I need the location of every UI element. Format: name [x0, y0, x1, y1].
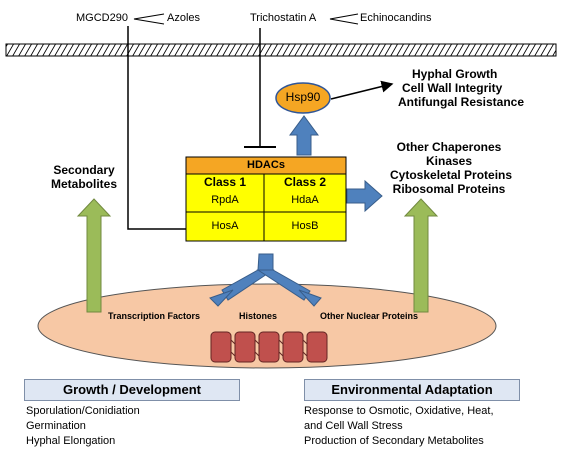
azoles-label: Azoles	[167, 12, 201, 24]
secondary-metabolites-arrow	[76, 198, 112, 313]
histone-5	[306, 331, 328, 363]
membrane	[5, 43, 557, 57]
hsp90-outcome-3: Antifungal Resistance	[398, 95, 525, 109]
hdac-hdaa: HdaA	[291, 194, 319, 206]
nucleus-label-histones: Histones	[239, 311, 278, 321]
growth-item: Germination	[26, 420, 86, 432]
histone-2	[234, 331, 256, 363]
mgcd290-inhibition-line	[127, 26, 201, 230]
growth-title: Growth / Development	[24, 379, 240, 401]
hsp90-label: Hsp90	[285, 90, 321, 104]
nucleus-label-other: Other Nuclear Proteins	[320, 311, 419, 321]
adaptation-list: Response to Osmotic, Oxidative, Heat, an…	[304, 404, 494, 449]
target-cytoskeletal: Cytoskeletal Proteins	[390, 168, 513, 182]
hdac-to-hsp90-arrow	[289, 115, 319, 156]
histone-stack	[210, 331, 328, 363]
histone-3	[258, 331, 280, 363]
hdac-to-targets-arrow	[346, 179, 383, 213]
hdac-fork-arrow	[209, 253, 322, 307]
hdac-rpda: RpdA	[211, 194, 239, 206]
secondary-label: Secondary	[53, 163, 115, 177]
growth-list: Sporulation/Conidiation Germination Hyph…	[26, 404, 140, 449]
hdac-class1-label: Class 1	[203, 175, 247, 189]
hdac-hosb: HosB	[291, 220, 319, 232]
trichostatin-label: Trichostatin A	[250, 12, 317, 24]
mgcd290-label: MGCD290	[76, 12, 128, 24]
hsp90-outcome-1: Hyphal Growth	[412, 67, 498, 81]
adaptation-item: Response to Osmotic, Oxidative, Heat,	[304, 405, 494, 417]
histone-4	[282, 331, 304, 363]
hsp90-outcome-arrow	[330, 80, 394, 100]
hsp90-ellipse	[275, 82, 331, 114]
metabolites-label: Metabolites	[50, 177, 117, 191]
histone-1	[210, 331, 232, 363]
hdac-body-box	[185, 173, 347, 242]
environmental-targets-arrow	[403, 198, 439, 313]
adaptation-title: Environmental Adaptation	[304, 379, 520, 401]
nucleus-label-transcription: Transcription Factors	[108, 311, 201, 321]
echinocandins-wedge	[329, 13, 359, 25]
growth-item: Hyphal Elongation	[26, 435, 116, 447]
target-chaperones: Other Chaperones	[396, 140, 502, 154]
target-kinases: Kinases	[425, 154, 473, 168]
target-ribosomal: Ribosomal Proteins	[392, 182, 506, 196]
hdac-hosa: HosA	[211, 220, 239, 232]
hdac-title: HDACs	[247, 159, 285, 171]
hsp90-outcome-2: Cell Wall Integrity	[402, 81, 503, 95]
echinocandins-label: Echinocandins	[360, 12, 432, 24]
growth-item: Sporulation/Conidiation	[26, 405, 140, 417]
azoles-wedge	[133, 13, 165, 25]
nucleus-ellipse	[37, 283, 497, 369]
adaptation-item: Production of Secondary Metabolites	[304, 435, 484, 447]
hdac-class2-label: Class 2	[283, 175, 327, 189]
adaptation-item: and Cell Wall Stress	[304, 420, 403, 432]
